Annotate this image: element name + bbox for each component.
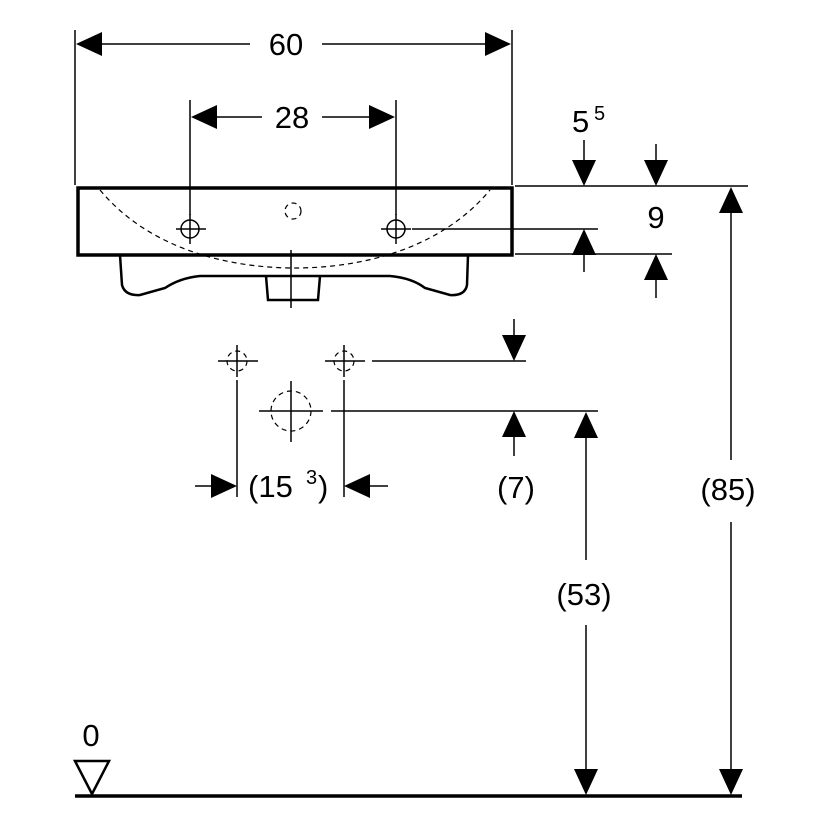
- tap-spacing-label: 28: [275, 100, 309, 135]
- rim-height-label: (85): [700, 472, 755, 507]
- dimension-supply-offset: (7): [497, 319, 535, 505]
- dimension-rim-height: (85): [700, 187, 756, 795]
- dimension-drain-height: (53): [556, 412, 612, 795]
- floor-reference: 0: [72, 718, 742, 798]
- supply-offset-label: (7): [497, 470, 535, 505]
- waste-point-icon: [259, 381, 323, 442]
- rim-to-taphole-label: 9: [647, 200, 664, 235]
- supply-spacing-close: ): [318, 469, 328, 504]
- wall-connection-points: [218, 345, 598, 442]
- tap-hole-left-icon: [176, 214, 206, 244]
- dimension-supply-spacing: (15 3 ): [195, 380, 388, 504]
- floor-level-label: 0: [82, 718, 99, 753]
- supply-point-right-icon: [325, 345, 365, 377]
- tap-hole-right-icon: [381, 214, 411, 244]
- drain-height-label: (53): [556, 577, 611, 612]
- dimension-tap-spacing: 28: [189, 100, 397, 215]
- width-label: 60: [269, 27, 303, 62]
- basin-outline: [76, 186, 514, 308]
- dimension-width: 60: [74, 27, 513, 185]
- dimension-rim-offsets: 5 5 9: [412, 103, 748, 298]
- supply-spacing-open: (15: [248, 469, 293, 504]
- overflow-hole-icon: [284, 202, 302, 220]
- level-marker-icon: [72, 759, 112, 797]
- top-offset-superscript: 5: [594, 103, 605, 125]
- top-offset-label: 5: [572, 104, 589, 139]
- supply-spacing-superscript: 3: [306, 467, 317, 489]
- supply-point-left-icon: [218, 345, 258, 377]
